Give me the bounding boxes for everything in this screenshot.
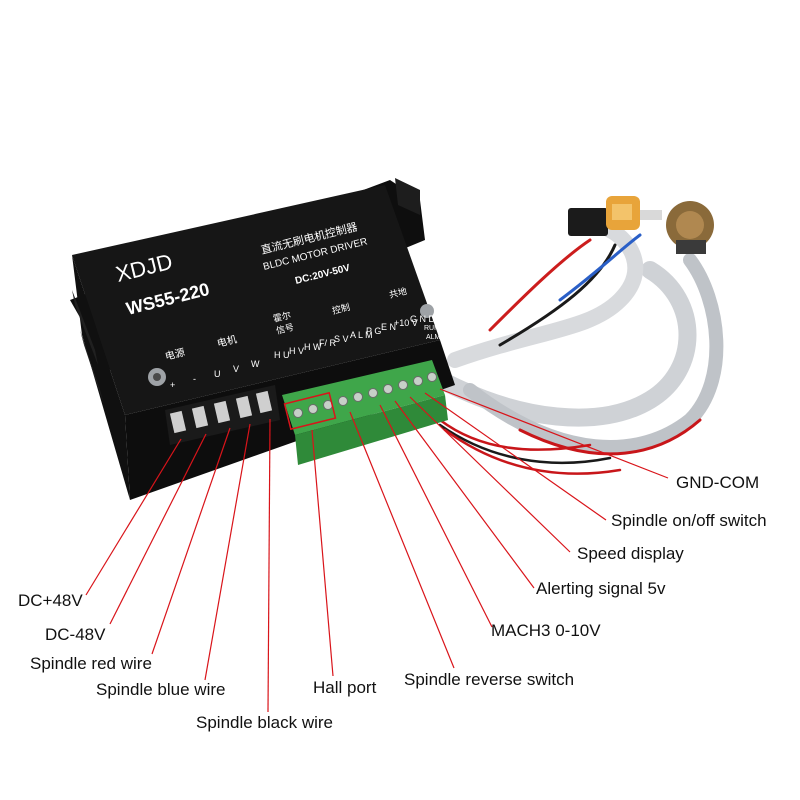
leader-mach3 — [379, 404, 493, 628]
group-hall-label-2: 信号 — [275, 321, 295, 336]
leader-gnd-com — [439, 388, 669, 479]
leader-spindle-onoff — [424, 392, 607, 521]
led-alm-label: ALM — [426, 334, 441, 341]
label-hall-port: Hall port — [313, 678, 377, 697]
leader-spindle-reverse — [349, 411, 455, 669]
leader-hall-port — [311, 429, 334, 677]
leader-alert-signal — [394, 400, 535, 589]
cable-bundle — [436, 222, 724, 475]
label-spindle-blue-wire: Spindle blue wire — [96, 680, 226, 699]
label-dc-minus-48v: DC-48V — [45, 625, 106, 644]
pin-label: W — [251, 359, 260, 369]
led-run-label: RUN — [424, 325, 439, 332]
pin-label: A L M — [350, 330, 373, 340]
pin-label: V — [233, 364, 239, 374]
leader-spindle-black — [267, 418, 271, 713]
power-terminal-block — [165, 385, 280, 445]
pin-label: U — [214, 369, 221, 379]
pin-label: +10 V — [394, 318, 418, 328]
pin-labels: + - U V W H U H V H W F/ R S V A L M P G… — [170, 314, 441, 390]
label-alerting-signal: Alerting signal 5v — [536, 579, 666, 598]
pin-label: G N D — [410, 314, 436, 324]
potentiometer — [568, 196, 714, 254]
pin-label: E N — [381, 322, 396, 332]
group-control-label: 控制 — [331, 301, 351, 316]
driver-body — [70, 178, 455, 500]
group-hall-label-1: 霍尔 — [272, 309, 292, 324]
label-spindle-red-wire: Spindle red wire — [30, 654, 152, 673]
leader-lines — [85, 388, 669, 713]
group-ground-label: 共地 — [388, 285, 408, 300]
leader-dc-minus — [109, 433, 207, 625]
pin-label: P G — [366, 326, 381, 336]
control-terminal-block — [282, 360, 448, 465]
label-gnd-com: GND-COM — [676, 473, 760, 492]
leader-speed-display — [409, 396, 571, 553]
leader-dc-plus — [85, 438, 182, 596]
pin-label: - — [193, 374, 196, 384]
label-spindle-onoff-switch: Spindle on/off switch — [611, 511, 767, 530]
leader-spindle-red — [151, 427, 231, 655]
label-spindle-black-wire: Spindle black wire — [196, 713, 334, 732]
pin-label: H W — [304, 342, 322, 352]
leader-spindle-blue — [204, 423, 251, 681]
pin-label: H U — [274, 350, 290, 360]
hall-port-highlight — [283, 391, 337, 431]
label-speed-display: Speed display — [577, 544, 684, 563]
pin-label: H V — [289, 346, 304, 356]
label-spindle-reverse-switch: Spindle reverse switch — [404, 670, 575, 689]
pin-label: F/ R — [319, 338, 336, 348]
pin-label: + — [170, 380, 175, 390]
pin-label: S V — [334, 334, 349, 344]
label-mach3: MACH3 0-10V — [491, 621, 601, 640]
label-dc-plus-48v: DC+48V — [18, 591, 83, 610]
